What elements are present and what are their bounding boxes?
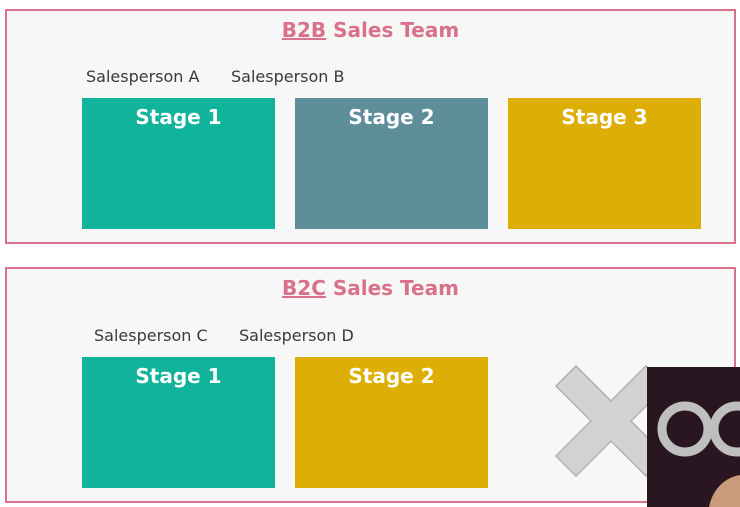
video-overlay-logo-icon	[647, 367, 740, 507]
salesperson-a-label: Salesperson A	[86, 67, 200, 86]
b2c-team-title-rest: Sales Team	[325, 276, 459, 300]
cross-icon	[555, 365, 667, 477]
b2b-stage-2-label: Stage 2	[348, 105, 435, 129]
b2c-team-title: B2C Sales Team	[7, 275, 734, 301]
b2b-team-title: B2B Sales Team	[7, 17, 734, 43]
video-overlay	[647, 367, 740, 507]
b2c-stage-1-label: Stage 1	[135, 364, 222, 388]
b2c-stage-2-card: Stage 2	[295, 357, 488, 488]
b2c-stage-2-label: Stage 2	[348, 364, 435, 388]
b2c-stage-1-card: Stage 1	[82, 357, 275, 488]
salesperson-b-label: Salesperson B	[231, 67, 345, 86]
b2b-stage-1-label: Stage 1	[135, 105, 222, 129]
b2b-stage-3-card: Stage 3	[508, 98, 701, 229]
b2b-stage-2-card: Stage 2	[295, 98, 488, 229]
salesperson-c-label: Salesperson C	[94, 326, 208, 345]
b2b-team-code: B2B	[281, 18, 327, 42]
b2b-stage-1-card: Stage 1	[82, 98, 275, 229]
b2b-team-title-rest: Sales Team	[326, 18, 460, 42]
b2c-team-code: B2C	[282, 276, 326, 300]
salesperson-d-label: Salesperson D	[239, 326, 354, 345]
b2b-stage-3-label: Stage 3	[561, 105, 648, 129]
